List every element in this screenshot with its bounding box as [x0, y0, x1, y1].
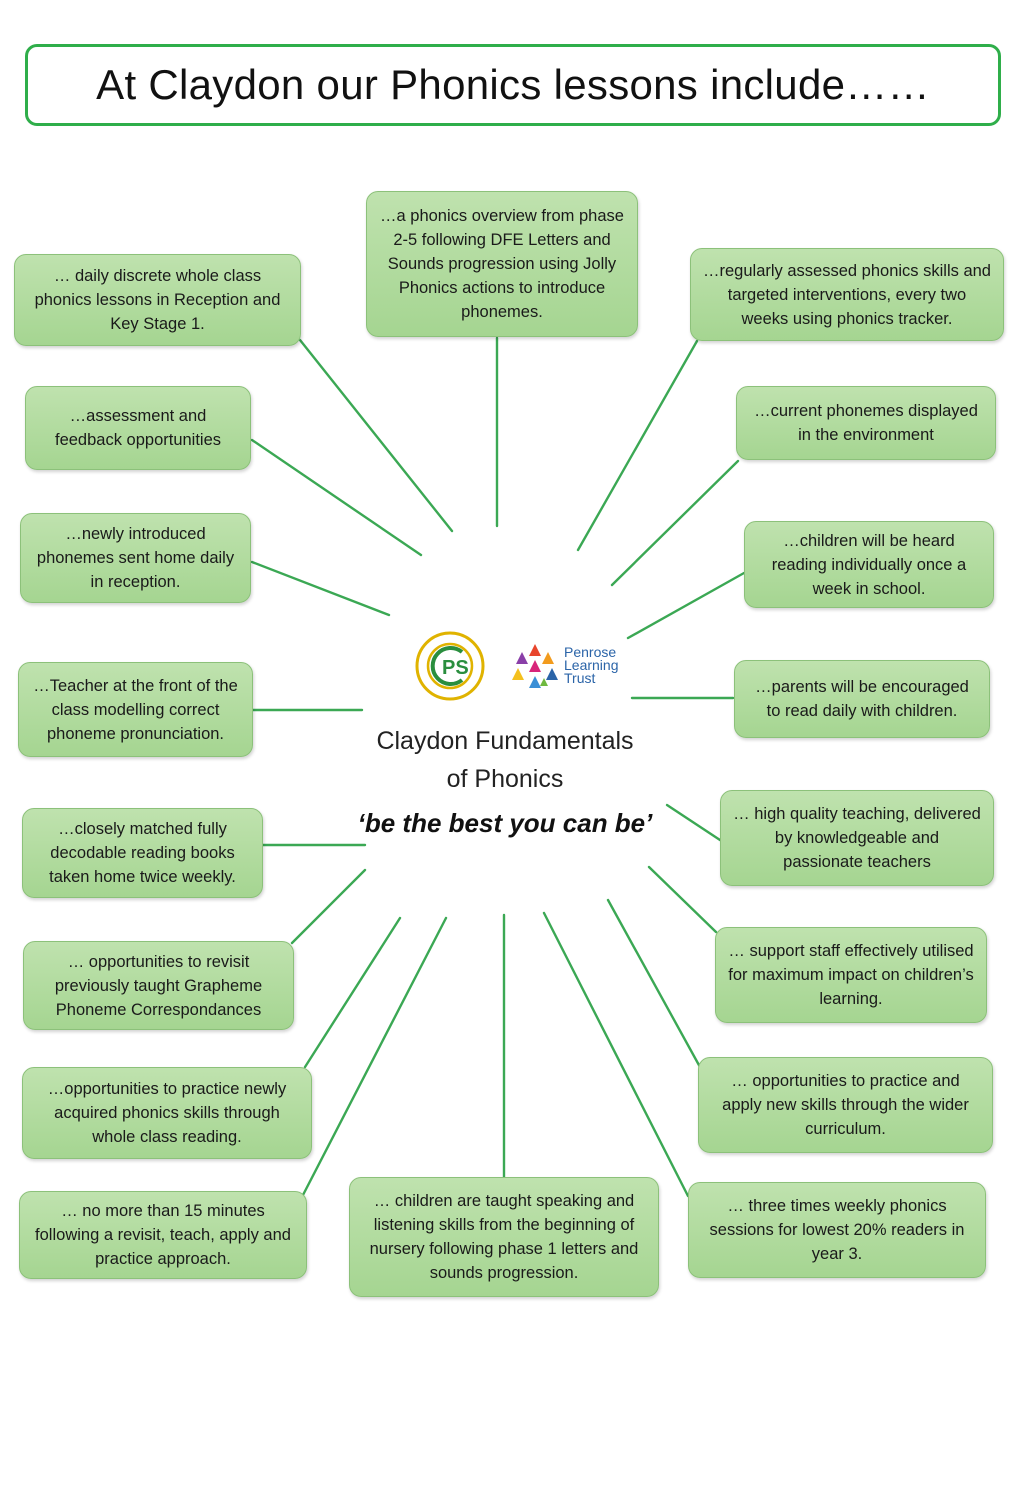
- center-heading: Claydon Fundamentals of Phonics: [376, 727, 634, 793]
- node-overview: …a phonics overview from phase 2-5 follo…: [366, 191, 638, 337]
- page-title: At Claydon our Phonics lessons include……: [25, 44, 1001, 126]
- connector-line: [303, 916, 402, 1069]
- connector-line: [665, 803, 722, 842]
- connector-line: [606, 898, 702, 1069]
- node-practice-reading: …opportunities to practice newly acquire…: [22, 1067, 312, 1159]
- connector-line: [542, 911, 690, 1198]
- node-high-quality: … high quality teaching, delivered by kn…: [720, 790, 994, 886]
- node-fifteen-minutes: … no more than 15 minutes following a re…: [19, 1191, 307, 1279]
- trust-logo-mark: [512, 644, 558, 688]
- node-three-times: … three times weekly phonics sessions fo…: [688, 1182, 986, 1278]
- node-current-phonemes: …current phonemes displayed in the envir…: [736, 386, 996, 460]
- node-speaking-listening: … children are taught speaking and liste…: [349, 1177, 659, 1297]
- node-daily-discrete: … daily discrete whole class phonics les…: [14, 254, 301, 346]
- connector-line: [298, 338, 454, 533]
- connector-line: [290, 868, 367, 945]
- connector-line: [250, 438, 423, 557]
- node-wider-curriculum: … opportunities to practice and apply ne…: [698, 1057, 993, 1153]
- node-support-staff: … support staff effectively utilised for…: [715, 927, 987, 1023]
- connector-line: [626, 571, 746, 640]
- node-assessed: …regularly assessed phonics skills and t…: [690, 248, 1004, 341]
- connector-line: [647, 865, 718, 934]
- node-reading-books: …closely matched fully decodable reading…: [22, 808, 263, 898]
- connector-line: [610, 459, 740, 587]
- connector-line: [250, 560, 391, 617]
- center-motto: ‘be the best you can be’: [357, 808, 653, 838]
- svg-text:PS: PS: [442, 657, 469, 679]
- school-logo: PS: [415, 631, 485, 701]
- connector-line: [301, 916, 448, 1197]
- node-assessment-feedback: …assessment and feedback opportunities: [25, 386, 251, 470]
- logo-group: PS Penrose Learning Trust: [412, 628, 627, 704]
- node-heard-reading: …children will be heard reading individu…: [744, 521, 994, 608]
- node-teacher-front: …Teacher at the front of the class model…: [18, 662, 253, 757]
- connector-line: [576, 339, 699, 552]
- trust-name: Penrose Learning Trust: [564, 644, 619, 686]
- node-revisit-gpc: … opportunities to revisit previously ta…: [23, 941, 294, 1030]
- node-newly-introduced: …newly introduced phonemes sent home dai…: [20, 513, 251, 603]
- node-parents: …parents will be encouraged to read dail…: [734, 660, 990, 738]
